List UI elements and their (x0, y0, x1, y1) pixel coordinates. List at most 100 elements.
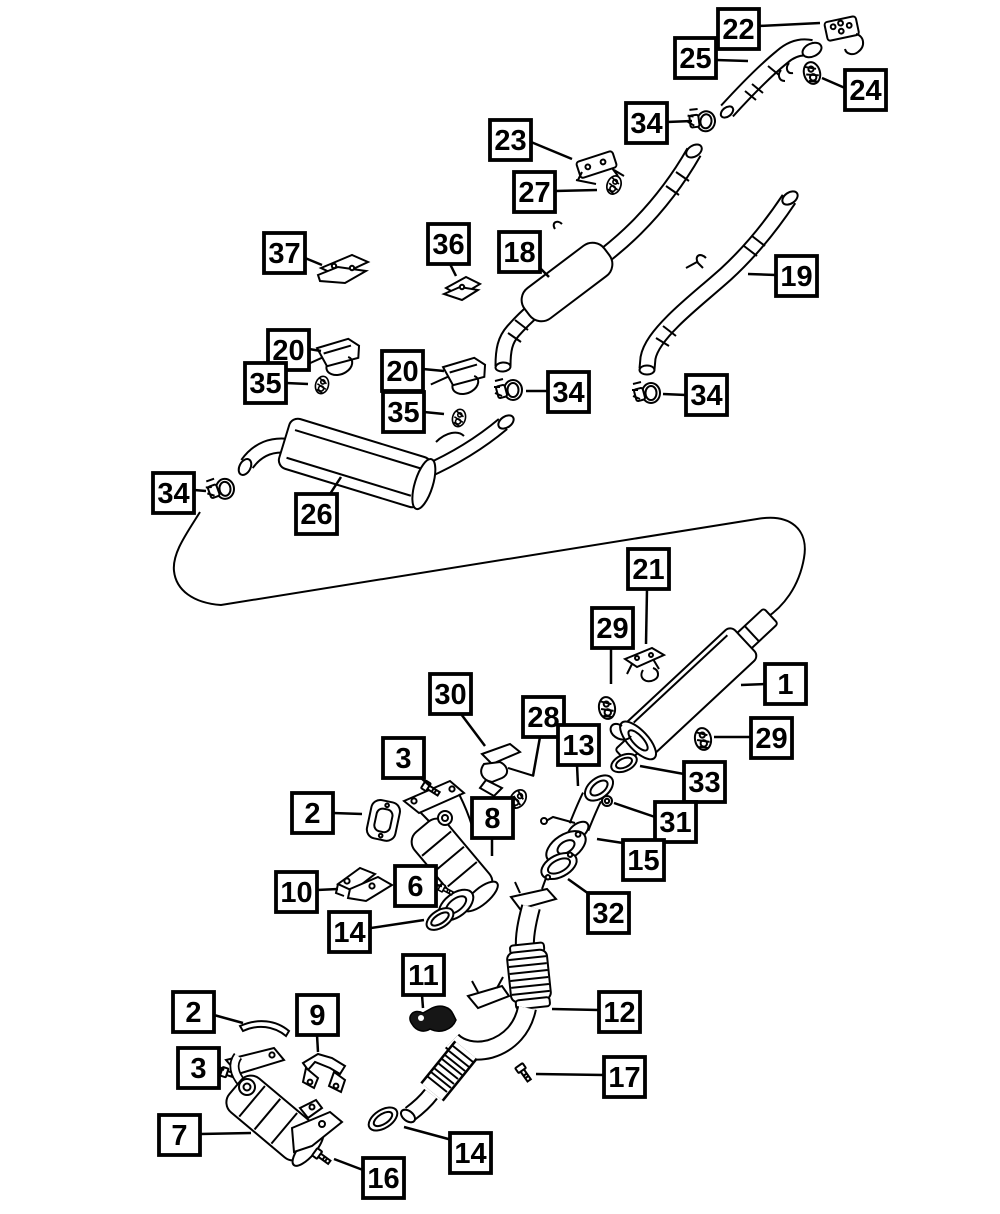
callout-29-19: 29 (590, 606, 635, 684)
callout-number: 1 (777, 669, 793, 701)
callout-box (586, 891, 631, 935)
callout-number: 2 (185, 997, 201, 1029)
callout-17-40: 17 (535, 1055, 647, 1099)
leader-line (315, 1034, 320, 1053)
part-bolt-16 (311, 1147, 333, 1167)
callout-box (294, 492, 339, 536)
leader-line (285, 381, 309, 386)
callout-33-26: 33 (639, 760, 727, 804)
part-insulator-27 (603, 173, 625, 197)
callout-number: 17 (608, 1062, 640, 1094)
callout-36-6: 36 (426, 222, 471, 277)
callout-box (684, 373, 729, 417)
callout-21-18: 21 (626, 547, 671, 645)
part-hanger-20-left (301, 336, 363, 380)
leader-line (613, 801, 656, 819)
callout-2-27: 2 (290, 791, 363, 835)
part-gasket-14-lower (367, 1106, 399, 1132)
callout-number: 13 (562, 730, 594, 762)
leader-line (213, 1013, 244, 1025)
part-bracket-30-28 (478, 742, 535, 798)
leader-line (567, 877, 590, 896)
callout-number: 27 (518, 177, 550, 209)
callout-number: 14 (454, 1138, 486, 1170)
part-insulator-35-left (312, 374, 332, 396)
callout-number: 36 (432, 229, 464, 261)
leader-line (199, 1131, 252, 1136)
callout-number: 2 (304, 798, 320, 830)
leader-line (530, 140, 573, 161)
callout-number: 20 (386, 356, 418, 388)
part-clamp-34-mid-left (493, 378, 523, 401)
callout-7-41: 7 (157, 1113, 252, 1157)
callout-box (626, 547, 671, 591)
callout-number: 28 (527, 702, 559, 734)
callout-13-24: 13 (556, 723, 601, 787)
section-divider-curve (172, 511, 806, 619)
part-insulator-24 (800, 59, 824, 87)
callout-number: 11 (408, 960, 439, 992)
callout-box (176, 1046, 221, 1090)
callout-32-33: 32 (567, 877, 631, 935)
leader-line (535, 1072, 605, 1077)
leader-line (639, 764, 685, 776)
callout-number: 21 (632, 554, 664, 586)
leader-line (193, 488, 207, 493)
callout-box (380, 349, 425, 393)
leader-line (575, 764, 580, 787)
callout-box (556, 723, 601, 767)
part-bracket-37 (316, 253, 371, 285)
callout-box (428, 672, 473, 716)
leader-line (554, 188, 598, 193)
part-downpipe-flex (399, 877, 558, 1124)
callout-box (763, 662, 808, 706)
callout-box (749, 716, 794, 760)
leader-line (403, 1125, 453, 1142)
callout-number: 9 (309, 1000, 325, 1032)
part-gasket-2-lower (238, 1020, 291, 1038)
callout-14-42: 14 (403, 1125, 493, 1175)
leader-line (420, 994, 425, 1009)
callout-number: 23 (494, 125, 526, 157)
callout-number: 14 (333, 917, 365, 949)
callout-box (426, 222, 471, 266)
leader-line (551, 1007, 600, 1012)
callout-30-21: 30 (428, 672, 486, 747)
callout-14-34: 14 (327, 910, 425, 954)
part-catalytic-converter-lower (224, 1046, 344, 1167)
callout-24-2: 24 (821, 68, 888, 112)
callout-number: 34 (552, 377, 584, 409)
part-bracket-rear-hanger (823, 15, 864, 56)
callout-box (290, 791, 335, 835)
callout-box (497, 230, 542, 274)
callout-box (393, 864, 438, 908)
leader-line (596, 837, 624, 845)
callout-number: 29 (596, 613, 628, 645)
callout-20-12: 20 (380, 349, 445, 393)
part-gasket-32 (540, 851, 578, 881)
callout-35-13: 35 (381, 390, 445, 434)
callout-box (157, 1113, 202, 1157)
part-intermediate-pipe-resonator (494, 143, 703, 373)
callout-number: 8 (484, 803, 500, 835)
callout-number: 16 (367, 1163, 399, 1195)
part-bolt-17 (514, 1062, 534, 1084)
callout-34-3: 34 (624, 101, 693, 145)
callout-number: 31 (659, 807, 691, 839)
callout-3-39: 3 (176, 1046, 225, 1090)
part-insulator-29-lower (692, 725, 714, 753)
callout-26-17: 26 (294, 476, 343, 536)
exhaust-line-art (172, 15, 864, 1167)
leader-line (332, 811, 363, 816)
leader-line (316, 887, 339, 892)
callout-number: 34 (157, 478, 189, 510)
part-clamp-34-left (204, 476, 236, 502)
callout-18-7: 18 (497, 230, 550, 278)
part-bracket-9 (301, 1052, 347, 1094)
callout-number: 3 (190, 1053, 206, 1085)
callout-number: 3 (395, 743, 411, 775)
callout-box (546, 370, 591, 414)
leader-line (370, 918, 425, 930)
callout-22-0: 22 (716, 7, 821, 51)
